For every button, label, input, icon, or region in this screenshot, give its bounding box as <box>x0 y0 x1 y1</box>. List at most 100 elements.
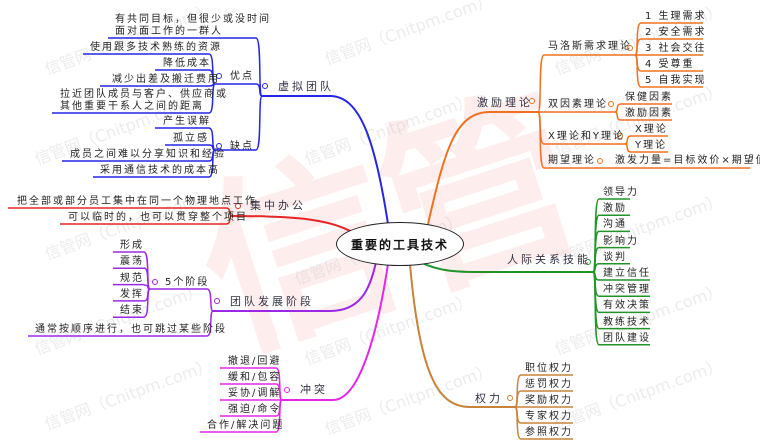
connector <box>634 54 642 88</box>
leaf-power-type[interactable]: 职位权力 <box>525 363 573 374</box>
leaf-skill[interactable]: 影响力 <box>603 235 639 247</box>
collapse-toggle-icon <box>617 133 623 139</box>
node-cons[interactable]: 缺点 <box>230 141 254 152</box>
leaf-skill[interactable]: 有效决策 <box>603 300 651 312</box>
leaf-definition[interactable]: 有共同目标，但很少或没时间 面对面工作的一群人 <box>115 14 271 37</box>
connector <box>225 215 233 225</box>
leaf-conflict-mode[interactable]: 强迫/命令 <box>228 404 282 415</box>
collapse-toggle-icon <box>235 203 241 209</box>
leaf-skill[interactable]: 激励 <box>603 203 627 215</box>
connector <box>275 399 283 433</box>
leaf-colocation[interactable]: 可以临时的，也可以贯穿整个项目 <box>68 212 248 223</box>
connector <box>427 111 538 225</box>
connector <box>206 310 214 337</box>
leaf-theory[interactable]: X理论 <box>635 124 668 135</box>
node-two-factor[interactable]: 双因素理论 <box>548 99 608 110</box>
leaf-pro[interactable]: 使用跟多技术熟练的资源 <box>90 42 222 53</box>
leaf-conflict-mode[interactable]: 缓和/包容 <box>228 372 282 383</box>
leaf-factor[interactable]: 保健因素 <box>625 92 673 103</box>
collapse-toggle-icon <box>152 279 158 285</box>
connector <box>614 111 622 121</box>
node-xy-theory[interactable]: X理论和Y理论 <box>548 131 625 142</box>
collapse-toggle-icon <box>507 395 513 401</box>
leaf-need[interactable]: 5 自我实现 <box>645 75 707 86</box>
branch-interpersonal-skills[interactable]: 人际关系技能 <box>507 253 591 266</box>
branch-colocation[interactable]: 集中办公 <box>250 199 306 212</box>
leaf-skill[interactable]: 建立信任 <box>603 268 651 279</box>
leaf-stage[interactable]: 规范 <box>120 272 144 284</box>
leaf-need[interactable]: 1 生理需求 <box>645 11 707 22</box>
leaf-theory[interactable]: Y理论 <box>635 140 668 151</box>
leaf-pro[interactable]: 降低成本 <box>163 58 211 69</box>
central-topic[interactable]: 重要的工具技术 <box>336 222 464 266</box>
connector <box>255 95 263 151</box>
collapse-toggle-icon <box>216 143 222 149</box>
leaf-note[interactable]: 通常按顺序进行，也可跳过某些阶段 <box>35 324 227 335</box>
leaf-pro[interactable]: 减少出差及搬迁费用 <box>112 74 220 85</box>
leaf-colocation[interactable]: 把全部或部分员工集中在同一个物理地点工作 <box>17 196 257 207</box>
branch-conflict[interactable]: 冲突 <box>300 383 328 396</box>
connector <box>614 103 622 113</box>
connector <box>143 288 151 318</box>
branch-power[interactable]: 权力 <box>475 392 503 405</box>
collapse-toggle-icon <box>627 45 633 51</box>
connector <box>208 149 216 178</box>
connector <box>419 261 593 273</box>
node-stages[interactable]: 5个阶段 <box>165 277 210 288</box>
connector <box>206 288 214 312</box>
node-expectancy[interactable]: 期望理论 <box>548 155 596 166</box>
leaf-con[interactable]: 孤立感 <box>173 133 209 144</box>
branch-virtual-team[interactable]: 虚拟团队 <box>278 80 334 93</box>
leaf-power-type[interactable]: 参照权力 <box>525 427 573 438</box>
leaf-need[interactable]: 3 社会交往 <box>645 43 707 54</box>
collapse-toggle-icon <box>585 259 591 265</box>
leaf-power-type[interactable]: 专家权力 <box>525 411 573 422</box>
connector <box>624 143 632 153</box>
leaf-conflict-mode[interactable]: 撤退/回避 <box>228 356 282 367</box>
connector <box>537 111 545 169</box>
leaf-conflict-mode[interactable]: 妥协/调解 <box>228 388 282 399</box>
leaf-con[interactable]: 成员之间难以分享知识和经验 <box>70 149 226 160</box>
collapse-toggle-icon <box>597 158 603 164</box>
leaf-conflict-mode[interactable]: 合作/解决问题 <box>207 420 285 431</box>
node-maslow[interactable]: 马洛斯需求理论 <box>548 41 632 52</box>
leaf-stage[interactable]: 发挥 <box>120 288 144 300</box>
leaf-power-type[interactable]: 惩罚权力 <box>525 379 573 390</box>
connector <box>262 95 389 225</box>
leaf-skill[interactable]: 冲突管理 <box>603 284 651 296</box>
branch-motivation[interactable]: 激励理论 <box>477 96 533 109</box>
leaf-skill[interactable]: 教练技术 <box>603 316 651 328</box>
leaf-stage[interactable]: 震荡 <box>120 256 144 268</box>
connector <box>213 261 377 312</box>
leaf-stage[interactable]: 结束 <box>120 305 144 317</box>
collapse-toggle-icon <box>284 387 290 393</box>
collapse-toggle-icon <box>216 73 222 79</box>
leaf-stage[interactable]: 形成 <box>120 240 144 251</box>
leaf-need[interactable]: 2 安全需求 <box>645 27 707 38</box>
branch-team-development[interactable]: 团队发展阶段 <box>230 295 314 308</box>
node-pros[interactable]: 优点 <box>230 71 254 82</box>
leaf-con[interactable]: 产生误解 <box>163 116 211 127</box>
connector <box>231 215 353 233</box>
connector <box>592 271 600 346</box>
connector <box>208 83 216 114</box>
leaf-need[interactable]: 4 受尊重 <box>645 59 695 70</box>
leaf-formula[interactable]: 激发力量=目标效价×期望值 <box>615 155 760 166</box>
collapse-toggle-icon <box>529 98 535 104</box>
leaf-skill[interactable]: 领导力 <box>603 187 639 198</box>
collapse-toggle-icon <box>262 83 268 89</box>
leaf-power-type[interactable]: 奖励权力 <box>525 395 573 406</box>
connector <box>537 54 545 113</box>
collapse-toggle-icon <box>608 101 614 107</box>
leaf-skill[interactable]: 谈判 <box>603 251 627 263</box>
leaf-con[interactable]: 采用通信技术的成本高 <box>100 165 220 176</box>
leaf-factor[interactable]: 激励因素 <box>625 108 673 119</box>
connector <box>514 406 522 440</box>
leaf-skill[interactable]: 团队建设 <box>603 332 651 344</box>
collapse-toggle-icon <box>214 298 220 304</box>
leaf-pro[interactable]: 拉近团队成员与客户、供应商或 其他重要干系人之间的距离 <box>60 89 228 112</box>
connector <box>624 135 632 145</box>
leaf-skill[interactable]: 沟通 <box>603 219 627 231</box>
